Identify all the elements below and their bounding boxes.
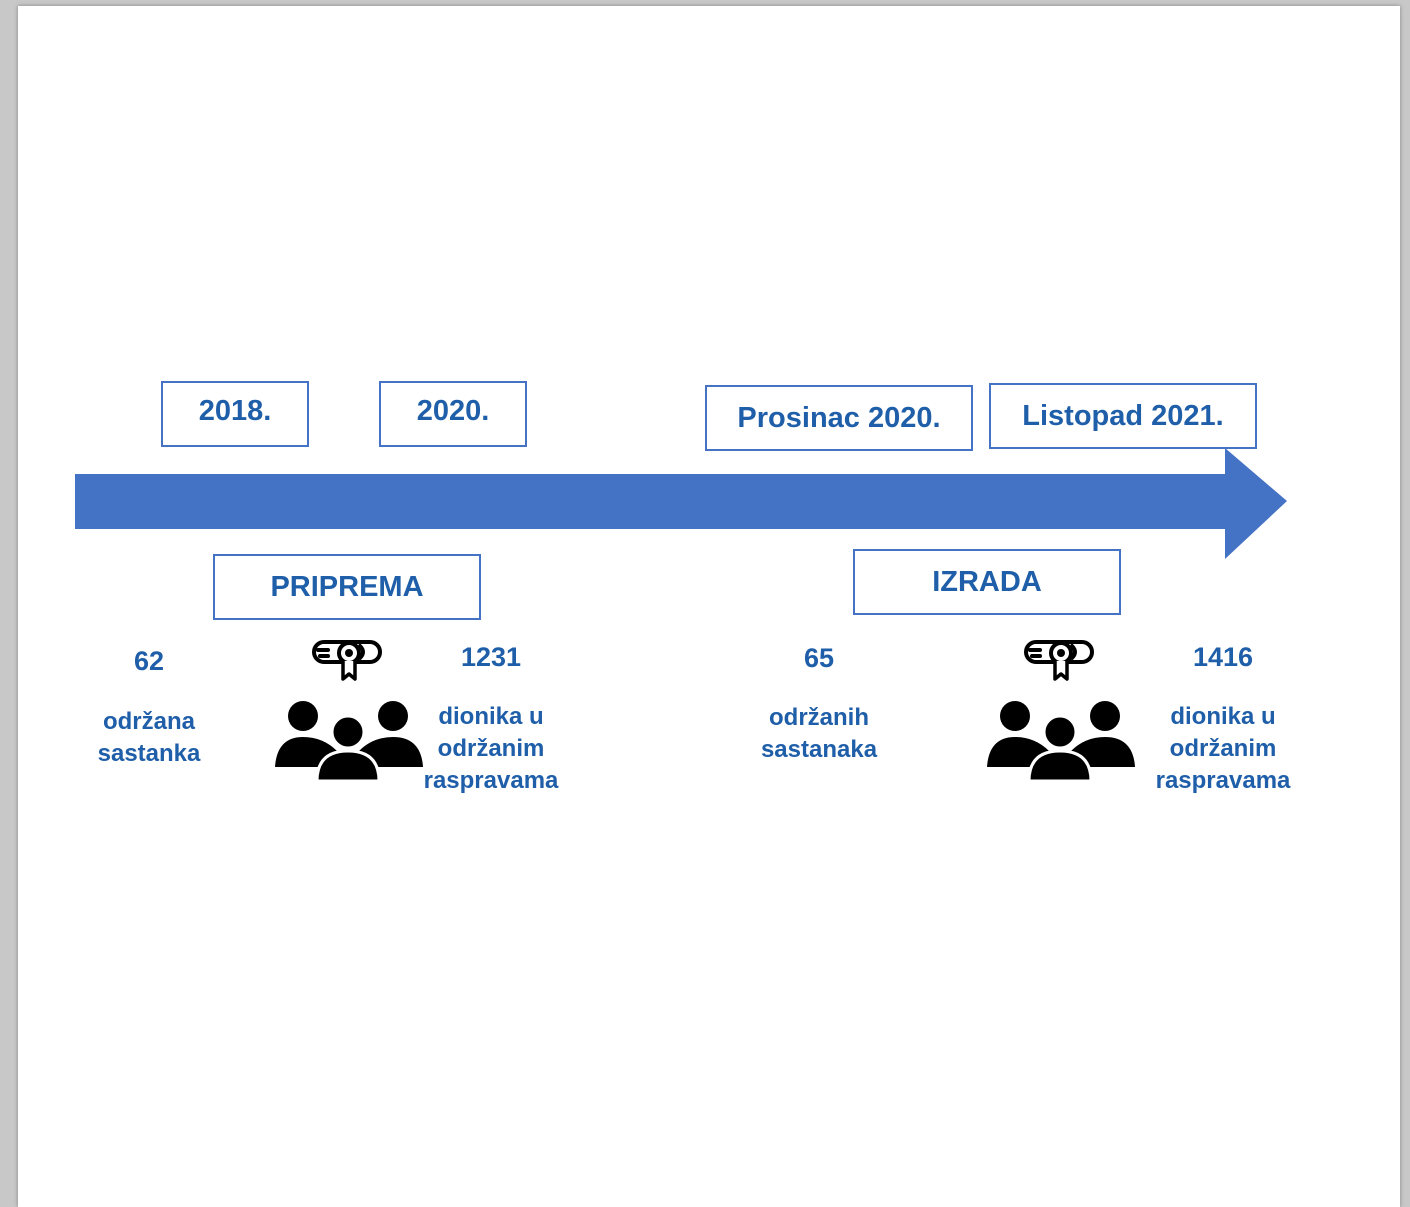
izrada-meetings-label: održanih sastanaka bbox=[760, 704, 878, 763]
izrada-stakeholders-count: 1416 bbox=[1192, 642, 1254, 672]
priprema-meetings-count: 62 bbox=[133, 646, 165, 676]
diploma-icon bbox=[312, 640, 382, 681]
date-box-2018: 2018. bbox=[161, 381, 309, 447]
date-box-2020: 2020. bbox=[379, 381, 527, 447]
date-box-listopad-2021: Listopad 2021. bbox=[989, 383, 1257, 449]
priprema-stakeholders-label: dionika u održanim raspravama bbox=[423, 703, 559, 794]
priprema-meetings-label: održana sastanka bbox=[97, 708, 201, 767]
people-group-icon bbox=[987, 701, 1135, 783]
diploma-icon bbox=[1024, 640, 1094, 681]
date-box-prosinac-2020: Prosinac 2020. bbox=[705, 385, 973, 451]
phase-box-izrada: IZRADA bbox=[853, 549, 1121, 615]
phase-box-priprema: PRIPREMA bbox=[213, 554, 481, 620]
priprema-stakeholders-count: 1231 bbox=[460, 642, 522, 672]
izrada-stakeholders-label: dionika u održanim raspravama bbox=[1155, 703, 1291, 794]
izrada-meetings-count: 65 bbox=[803, 643, 835, 673]
people-group-icon bbox=[275, 701, 423, 783]
